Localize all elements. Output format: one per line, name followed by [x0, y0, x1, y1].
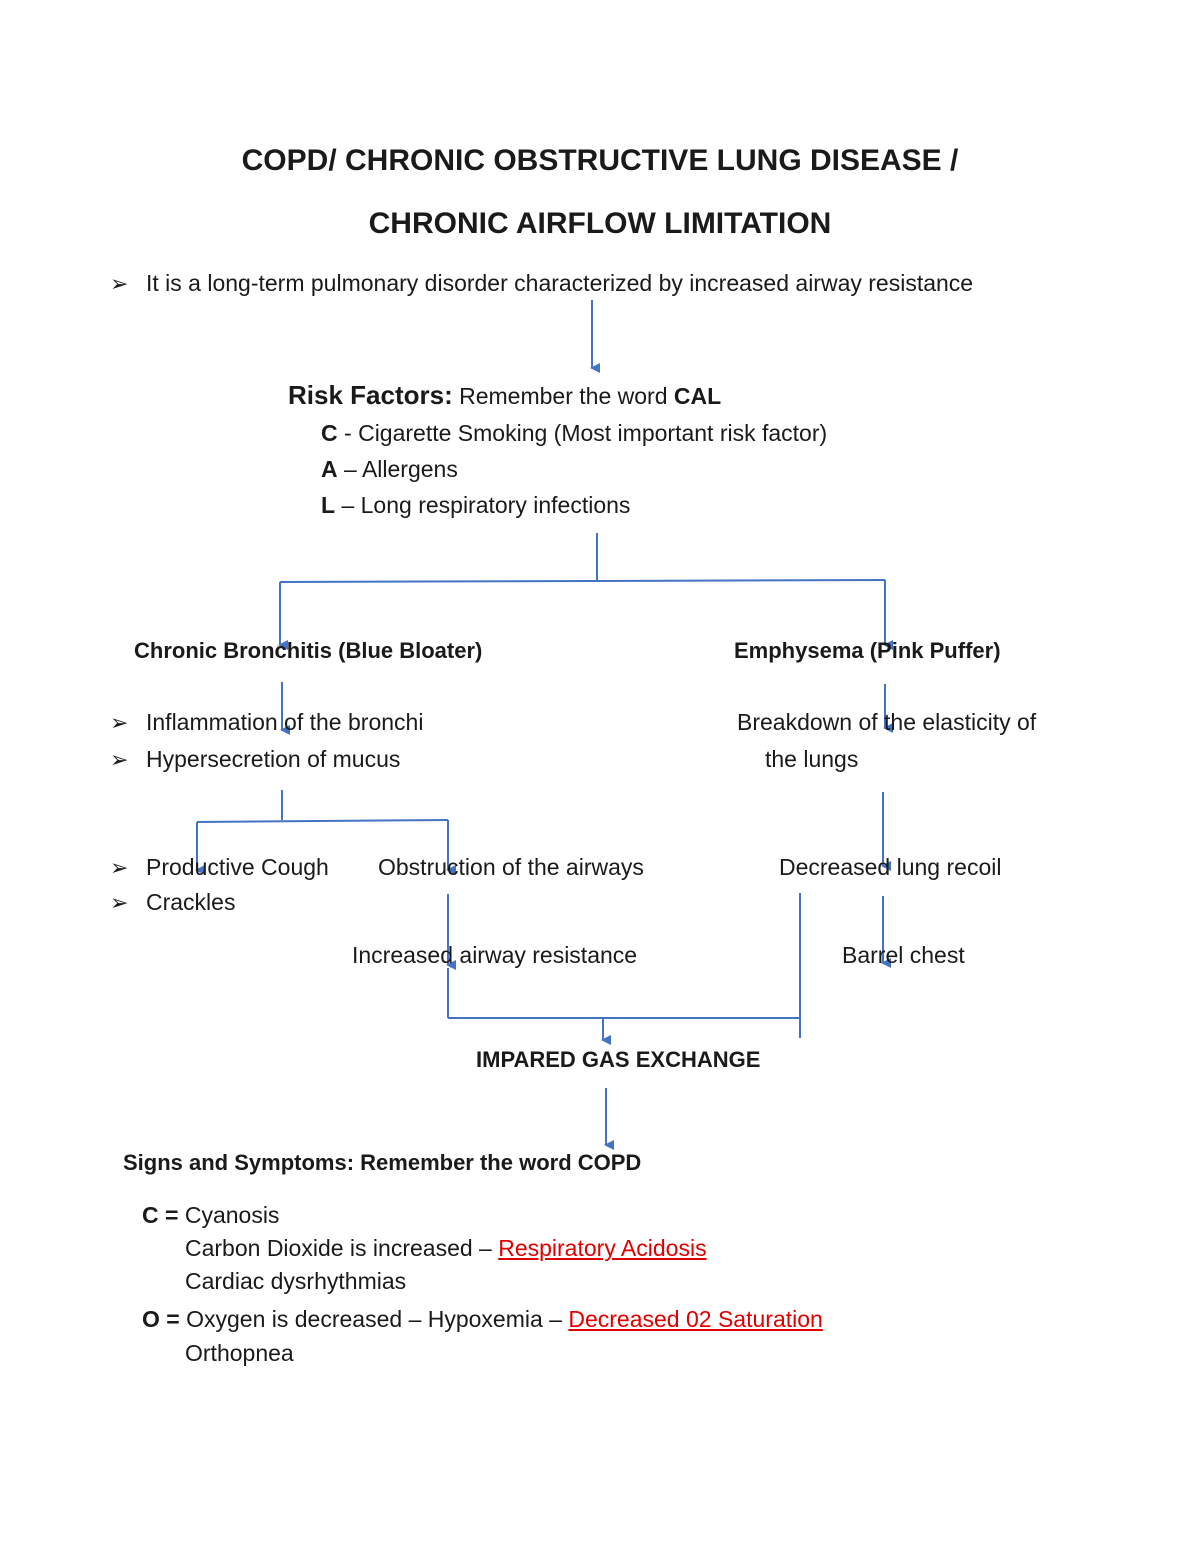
sign-c-sub-1: Carbon Dioxide is increased – Respirator… [185, 1235, 707, 1263]
risk-factors-heading: Risk Factors: Remember the word CAL [288, 380, 721, 411]
sign-o-letter: O = [142, 1306, 187, 1332]
bullet-arrow-icon: ➢ [110, 271, 129, 296]
definition-text: It is a long-term pulmonary disorder cha… [146, 270, 974, 296]
risk-item-c: C - Cigarette Smoking (Most important ri… [321, 420, 827, 448]
sign-o-line: O = Oxygen is decreased – Hypoxemia – De… [142, 1306, 823, 1334]
bronchitis-bullet-1: Inflammation of the bronchi [146, 709, 424, 735]
risk-text: Cigarette Smoking (Most important risk f… [358, 420, 828, 446]
sign-c-sub1-text: Carbon Dioxide is increased – [185, 1235, 499, 1261]
risk-heading-label: Risk Factors: [288, 380, 453, 410]
page-title: COPD/ CHRONIC OBSTRUCTIVE LUNG DISEASE / [241, 144, 959, 177]
risk-item-l: L – Long respiratory infections [321, 492, 630, 520]
sign-c-sub-2: Cardiac dysrhythmias [185, 1268, 407, 1294]
risk-sep: - [337, 420, 359, 446]
risk-word: CAL [673, 383, 722, 409]
emphysema-line-1: Breakdown of the elasticity of [737, 709, 1037, 735]
sign-c-line: C = Cyanosis [142, 1202, 279, 1230]
page-subtitle: CHRONIC AIRFLOW LIMITATION [368, 207, 832, 240]
bronchitis-bullet-2: Hypersecretion of mucus [146, 746, 401, 772]
bullet-arrow-icon: ➢ [110, 747, 129, 772]
risk-sep: – [335, 492, 361, 518]
bullet-arrow-icon: ➢ [110, 710, 129, 735]
impaired-gas-exchange: IMPARED GAS EXCHANGE [476, 1047, 761, 1072]
decreased-recoil-text: Decreased lung recoil [779, 854, 1002, 880]
increased-resistance-text: Increased airway resistance [352, 942, 638, 968]
risk-text: Allergens [361, 456, 458, 482]
risk-letter: A [321, 456, 338, 482]
bronchitis-heading: Chronic Bronchitis (Blue Bloater) [134, 638, 483, 663]
sign-c-text: Cyanosis [184, 1202, 280, 1228]
sign-c-letter: C = [142, 1202, 185, 1228]
risk-sep: – [337, 456, 362, 482]
risk-intro: Remember the word [459, 383, 674, 409]
barrel-chest-text: Barrel chest [842, 942, 965, 968]
risk-text: Long respiratory infections [360, 492, 631, 518]
emphysema-line-2: the lungs [765, 746, 859, 772]
obstruction-text: Obstruction of the airways [378, 854, 644, 880]
decreased-o2-text: Decreased 02 Saturation [568, 1306, 823, 1332]
signs-heading: Signs and Symptoms: Remember the word CO… [123, 1150, 642, 1175]
risk-letter: C [321, 420, 338, 446]
effect-productive-cough: Productive Cough [146, 854, 329, 880]
emphysema-heading: Emphysema (Pink Puffer) [734, 638, 1001, 663]
bullet-arrow-icon: ➢ [110, 890, 129, 915]
risk-item-a: A – Allergens [321, 456, 458, 484]
sign-o-sub: Orthopnea [185, 1340, 294, 1366]
respiratory-acidosis-text: Respiratory Acidosis [498, 1235, 707, 1261]
effect-crackles: Crackles [146, 889, 236, 915]
bullet-arrow-icon: ➢ [110, 855, 129, 880]
risk-letter: L [321, 492, 336, 518]
sign-o-text: Oxygen is decreased – Hypoxemia – [186, 1306, 569, 1332]
